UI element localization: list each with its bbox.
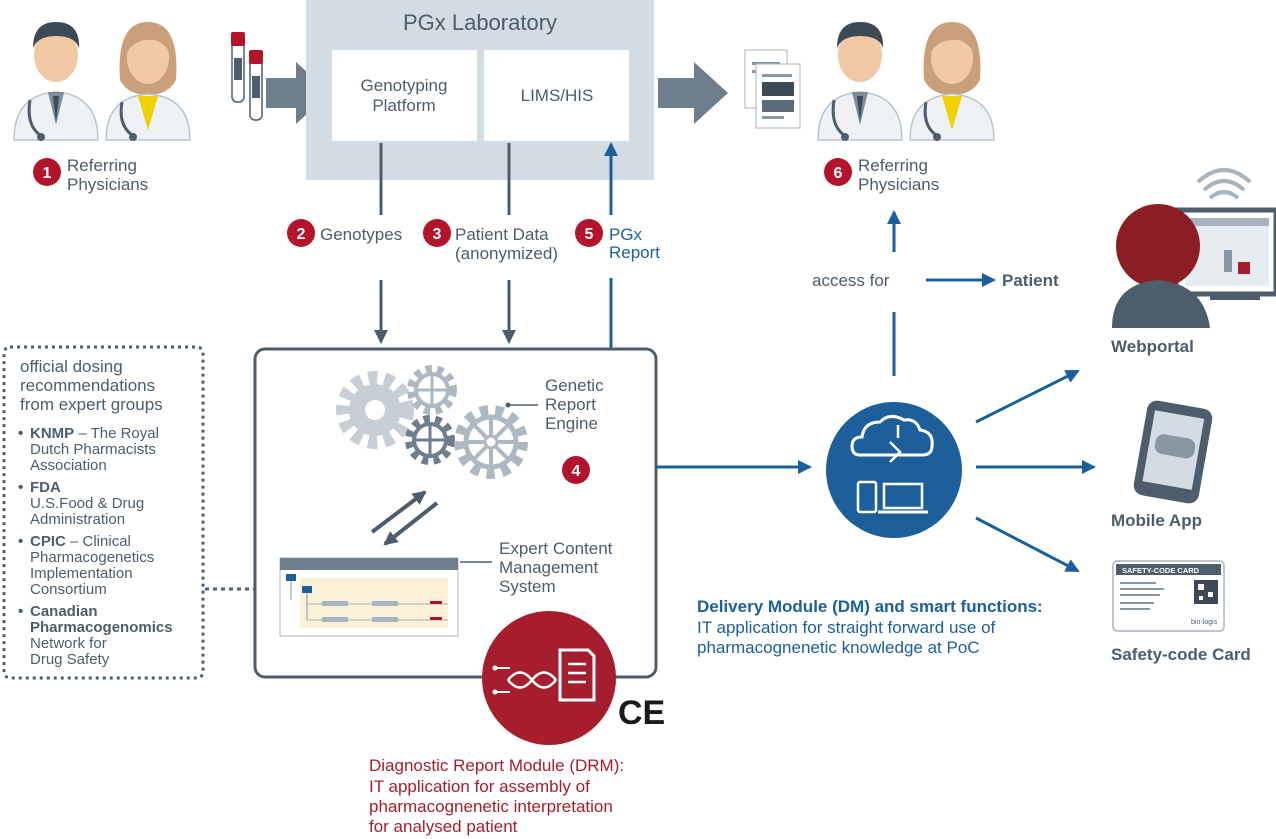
drm-desc-line3: for analysed patient — [369, 817, 518, 836]
ce-mark: CE — [618, 694, 665, 732]
step-1-label-line1: Referring — [67, 156, 137, 175]
svg-text:2: 2 — [297, 226, 306, 243]
lab-title: PGx Laboratory — [403, 10, 557, 35]
step-3-label-line1: Patient Data — [455, 225, 549, 244]
mobile-app-icon — [1133, 400, 1213, 504]
delivery-module-cloud-icon — [826, 402, 962, 538]
guideline-fda: • FDA U.S.Food & Drug Administration — [18, 479, 144, 528]
svg-text:4: 4 — [572, 463, 581, 480]
svg-text:6: 6 — [834, 165, 843, 182]
guidelines-heading-line2: recommendations — [20, 376, 155, 395]
safety-code-card-label: Safety-code Card — [1111, 645, 1251, 664]
svg-text:Canadian: Canadian — [30, 603, 98, 620]
engine-exchange-arrow-down — [383, 501, 439, 546]
step-3-badge: 3 — [423, 219, 451, 247]
svg-text:Pharmacogenomics: Pharmacogenomics — [30, 619, 173, 636]
ecms-label-line1: Expert Content — [499, 539, 613, 558]
step-6-label-line2: Physicians — [858, 175, 939, 194]
svg-text:•: • — [18, 603, 23, 620]
genotyping-label-line1: Genotyping — [361, 76, 448, 95]
svg-text:FDA: FDA — [30, 479, 61, 496]
svg-text:bio·logis: bio·logis — [1191, 619, 1218, 626]
svg-text:Network for: Network for — [30, 635, 107, 652]
ecms-label-line3: System — [499, 577, 556, 596]
svg-text:SAFETY-CODE CARD: SAFETY-CODE CARD — [1122, 566, 1200, 575]
svg-text:Consortium: Consortium — [30, 581, 107, 598]
physicians-right-icon — [817, 22, 995, 141]
guideline-cpic: • CPIC – Clinical Pharmacogenetics Imple… — [18, 533, 154, 598]
svg-text:CPIC – Clinical: CPIC – Clinical — [30, 533, 131, 550]
step-2-badge: 2 — [287, 219, 315, 247]
svg-text:•: • — [18, 533, 23, 550]
guideline-canadian: • Canadian Pharmacogenomics Network for … — [18, 603, 173, 668]
ecms-window-icon — [279, 557, 459, 637]
svg-text:Association: Association — [30, 457, 107, 474]
step-4-badge: 4 — [562, 456, 590, 484]
drm-desc-line2: pharmacognenetic interpretation — [369, 797, 613, 816]
step-6-label-line1: Referring — [858, 156, 928, 175]
step-2-label: Genotypes — [320, 225, 402, 244]
engine-exchange-arrow-up — [370, 490, 427, 534]
dm-to-webportal-arrow — [975, 369, 1080, 424]
webportal-icon — [1112, 168, 1276, 328]
webportal-label: Webportal — [1111, 337, 1194, 356]
dm-desc-line1: IT application for straight forward use … — [697, 618, 996, 637]
ecms-label-line2: Management — [499, 558, 599, 577]
svg-text:Dutch Pharmacists: Dutch Pharmacists — [30, 441, 156, 458]
step-3-label-line2: (anonymized) — [455, 244, 558, 263]
lims-his-box — [484, 50, 629, 141]
step-5-label-line1: PGx — [609, 225, 643, 244]
gears-icon — [336, 365, 528, 479]
safety-code-card-icon: SAFETY-CODE CARD bio·logis — [1112, 560, 1225, 632]
blood-sample-icon — [231, 32, 263, 121]
svg-text:Administration: Administration — [30, 511, 125, 528]
guideline-knmp: • KNMP – The Royal Dutch Pharmacists Ass… — [18, 425, 159, 474]
genetic-engine-line1: Genetic — [545, 376, 604, 395]
svg-text:U.S.Food & Drug: U.S.Food & Drug — [30, 495, 144, 512]
dm-title: Delivery Module (DM) and smart functions… — [697, 597, 1043, 616]
lims-label: LIMS/HIS — [521, 86, 594, 105]
report-documents-icon — [744, 49, 801, 129]
mobile-app-label: Mobile App — [1111, 511, 1202, 530]
svg-text:3: 3 — [433, 226, 442, 243]
physicians-left-icon — [13, 22, 191, 141]
guidelines-heading-line3: from expert groups — [20, 395, 163, 414]
svg-text:Drug Safety: Drug Safety — [30, 651, 110, 668]
patient-label: Patient — [1002, 271, 1059, 290]
sample-arrow — [266, 62, 330, 124]
step-6-badge: 6 — [824, 158, 852, 186]
svg-text:Implementation: Implementation — [30, 565, 133, 582]
report-out-arrow — [658, 62, 728, 124]
genetic-engine-line3: Engine — [545, 414, 598, 433]
step-5-badge: 5 — [575, 219, 603, 247]
drm-document-icon — [482, 611, 616, 745]
guidelines-box — [2, 345, 205, 680]
dm-to-card-arrow — [975, 516, 1080, 573]
genotyping-label-line2: Platform — [372, 96, 435, 115]
genetic-engine-line2: Report — [545, 395, 596, 414]
genotyping-platform-box — [332, 50, 477, 141]
svg-text:Pharmacogenetics: Pharmacogenetics — [30, 549, 154, 566]
drm-desc-line1: IT application for assembly of — [369, 777, 590, 796]
step-5-label-line2: Report — [609, 243, 660, 262]
access-for-label: access for — [812, 271, 890, 290]
drm-title: Diagnostic Report Module (DRM): — [369, 756, 624, 775]
svg-text:KNMP – The Royal: KNMP – The Royal — [30, 425, 159, 442]
step-1-label-line2: Physicians — [67, 175, 148, 194]
svg-text:1: 1 — [43, 165, 52, 182]
svg-text:5: 5 — [585, 226, 594, 243]
svg-text:•: • — [18, 479, 23, 496]
guidelines-heading-line1: official dosing — [20, 357, 123, 376]
svg-text:•: • — [18, 425, 23, 442]
step-1-badge: 1 — [33, 158, 61, 186]
dm-desc-line2: pharmacognenetic knowledge at PoC — [697, 638, 980, 657]
